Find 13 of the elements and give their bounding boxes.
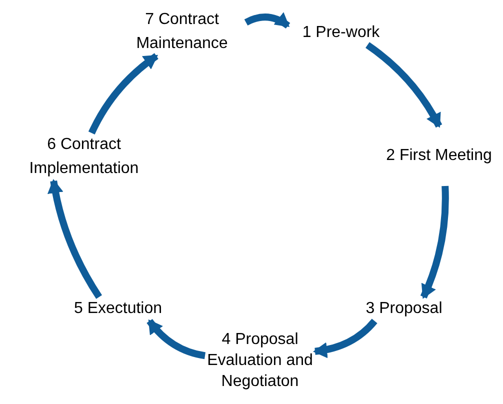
step-label: 7 Contract Maintenance <box>135 10 229 54</box>
step-label: 5 Exectution <box>74 299 162 319</box>
arrow <box>146 318 206 360</box>
step-label: 2 First Meeting <box>386 146 492 166</box>
arrow <box>313 318 378 358</box>
step-label: 6 Contract Implementation <box>28 135 140 179</box>
step-label: 1 Pre-work <box>302 23 380 43</box>
arrow <box>48 179 102 299</box>
step-label: 4 Proposal Evaluation and Negotiaton <box>206 330 314 392</box>
arrow <box>365 42 442 128</box>
arrow <box>420 186 449 299</box>
step-label: 3 Proposal <box>366 299 442 319</box>
arrow <box>88 53 158 135</box>
